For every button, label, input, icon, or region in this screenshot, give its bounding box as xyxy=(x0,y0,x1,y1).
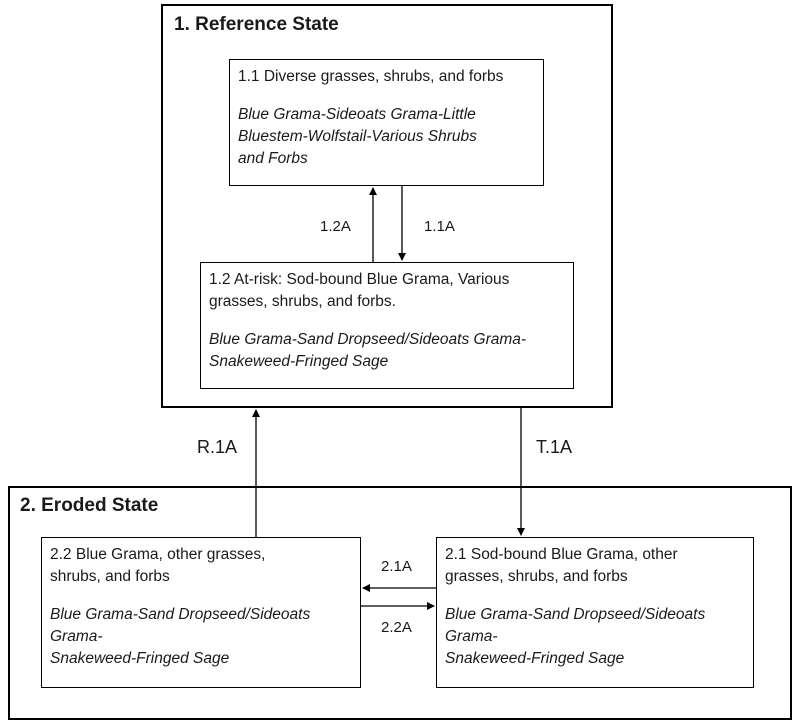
community-2-1-species-line: Snakeweed-Fringed Sage xyxy=(445,650,625,667)
community-2-1-name-line: grasses, shrubs, and forbs xyxy=(445,568,628,585)
reference-state-title: 1. Reference State xyxy=(174,14,339,35)
community-1-1-species: Blue Grama-Sideoats Grama-Little Blueste… xyxy=(238,104,535,170)
community-1-2-species-line: Blue Grama-Sand Dropseed/Sideoats Grama- xyxy=(209,331,527,348)
community-2-1-box: 2.1 Sod-bound Blue Grama, other grasses,… xyxy=(436,537,754,688)
label-2-1A: 2.1A xyxy=(381,558,412,575)
community-2-2-name-line: 2.2 Blue Grama, other grasses, xyxy=(50,546,266,563)
label-t-1A: T.1A xyxy=(536,437,573,457)
community-1-2-name-line: 1.2 At-risk: Sod-bound Blue Grama, Vario… xyxy=(209,271,510,288)
community-1-2-species-line: Snakeweed-Fringed Sage xyxy=(209,353,389,370)
community-1-2-name-line: grasses, shrubs, and forbs. xyxy=(209,293,396,310)
community-1-1-box: 1.1 Diverse grasses, shrubs, and forbs B… xyxy=(229,59,544,186)
eroded-state-container xyxy=(8,486,792,720)
community-2-1-species-line: Grama- xyxy=(445,628,498,645)
community-2-1-name-line: 2.1 Sod-bound Blue Grama, other xyxy=(445,546,678,563)
community-1-1-species-line: Bluestem-Wolfstail-Various Shrubs xyxy=(238,128,477,145)
community-2-2-name-line: shrubs, and forbs xyxy=(50,568,170,585)
reference-state-container xyxy=(161,4,613,408)
label-1-2A: 1.2A xyxy=(320,218,351,235)
label-2-2A: 2.2A xyxy=(381,619,412,636)
community-1-1-species-line: Blue Grama-Sideoats Grama-Little xyxy=(238,106,476,123)
community-1-1-name: 1.1 Diverse grasses, shrubs, and forbs xyxy=(238,68,504,85)
community-2-1-species-line: Blue Grama-Sand Dropseed/Sideoats xyxy=(445,606,706,623)
community-2-2-species-line: Snakeweed-Fringed Sage xyxy=(50,650,230,667)
label-1-1A: 1.1A xyxy=(424,218,455,235)
community-1-2-species: Blue Grama-Sand Dropseed/Sideoats Grama-… xyxy=(209,329,565,373)
label-r-1A: R.1A xyxy=(197,437,238,457)
community-2-2-box: 2.2 Blue Grama, other grasses, shrubs, a… xyxy=(41,537,361,688)
community-2-2-species-line: Blue Grama-Sand Dropseed/Sideoats xyxy=(50,606,311,623)
community-1-1-species-line: and Forbs xyxy=(238,150,308,167)
community-1-2-box: 1.2 At-risk: Sod-bound Blue Grama, Vario… xyxy=(200,262,574,389)
community-2-1-species: Blue Grama-Sand Dropseed/Sideoats Grama-… xyxy=(445,604,745,670)
eroded-state-title: 2. Eroded State xyxy=(20,495,159,516)
community-2-2-species: Blue Grama-Sand Dropseed/Sideoats Grama-… xyxy=(50,604,352,670)
community-2-2-species-line: Grama- xyxy=(50,628,103,645)
